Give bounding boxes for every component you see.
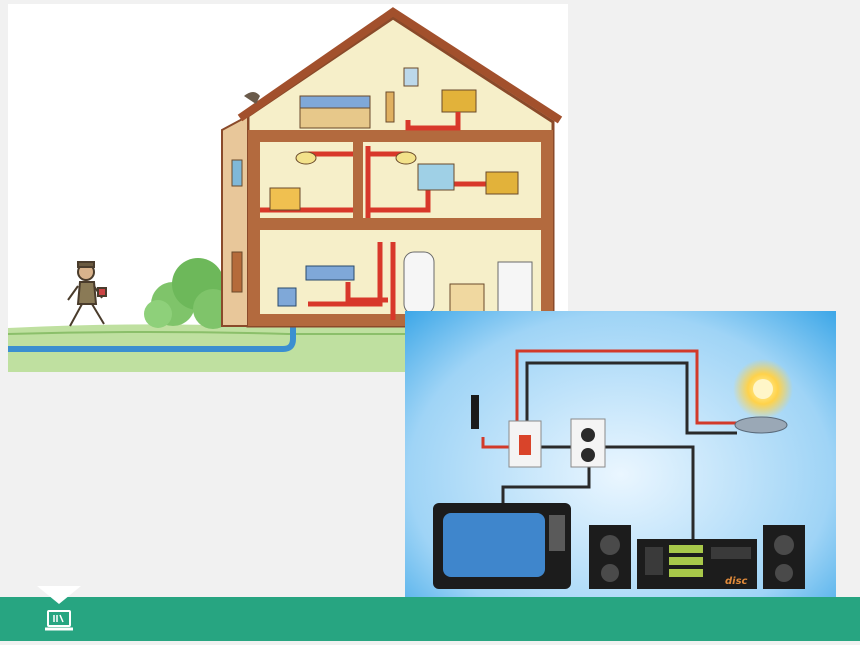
cable-outlet	[277, 287, 297, 307]
house-wiring-image	[8, 7, 568, 372]
right-speaker-icon	[763, 525, 805, 589]
light-bulb-icon	[733, 359, 793, 434]
lawn-edge	[8, 331, 568, 335]
cable-box	[305, 265, 355, 281]
stove	[449, 283, 485, 315]
house-wiring	[260, 112, 486, 320]
power-plug	[471, 395, 479, 429]
household-circuit-illustration: disc	[405, 311, 836, 638]
footer-band	[0, 597, 860, 641]
light-switch	[508, 420, 542, 468]
television	[417, 163, 455, 191]
ceiling-lamp-2	[395, 151, 417, 165]
attic-window	[403, 67, 419, 87]
household-circuit-image: disc	[405, 311, 836, 638]
stereo-unit-icon	[637, 539, 757, 589]
refrigerator	[497, 261, 533, 315]
house	[221, 7, 563, 328]
radio	[485, 171, 519, 195]
coffee-machine	[269, 187, 301, 211]
wall-outlet	[570, 418, 606, 468]
attic-bed	[299, 91, 395, 129]
laptop-icon	[44, 609, 74, 633]
bird	[244, 92, 260, 104]
television-icon	[433, 503, 571, 589]
left-speaker-icon	[589, 525, 631, 589]
ceiling-lamp	[295, 151, 317, 165]
fuse-box	[441, 89, 477, 113]
stereo-disc-label: disc	[725, 576, 748, 587]
circuit-wires	[481, 349, 737, 543]
water-heater	[403, 251, 435, 315]
underground-cable	[8, 266, 308, 352]
footer-notch	[37, 586, 81, 604]
house-wiring-illustration	[8, 4, 568, 372]
walking-person	[67, 261, 107, 327]
bush	[144, 258, 233, 329]
